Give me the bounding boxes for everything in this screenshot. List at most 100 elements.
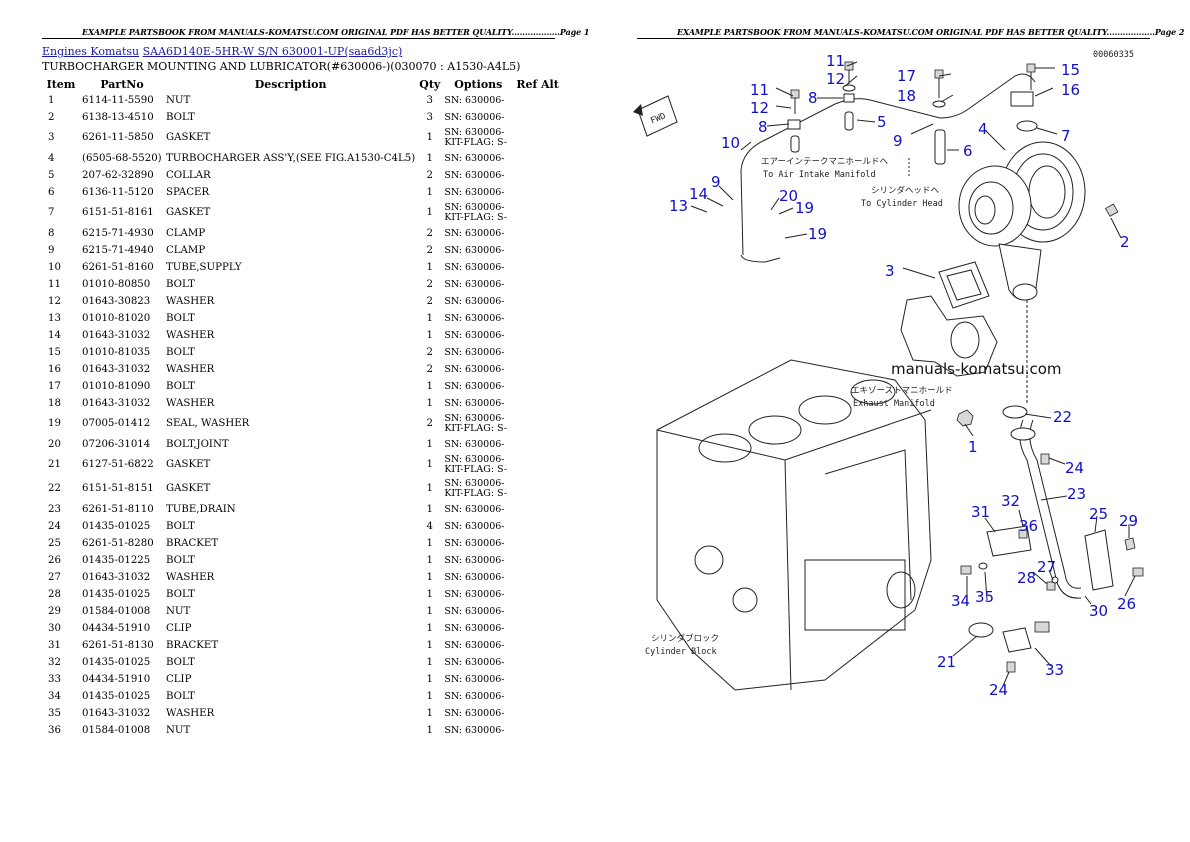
cell-item: 33: [48, 673, 61, 685]
option-kit-flag: KIT-FLAG: S-: [444, 137, 508, 148]
cell-options: SN: 630006-: [442, 150, 514, 167]
cell-item: 11: [48, 278, 61, 290]
cell-options: SN: 630006-: [442, 671, 514, 688]
option-serial: SN: 630006-: [444, 152, 505, 164]
cell-partno: 6261-51-8110: [82, 503, 154, 515]
callout-numbers: 11 12 8 17 18 15 16 11 12 8 5 9 4 7 10 6…: [669, 52, 1138, 699]
option-serial: SN: 630006-: [444, 673, 505, 685]
cell-item: 17: [48, 380, 61, 392]
cell-partno: 6138-13-4510: [82, 111, 154, 123]
drain-tube-23-icon: [1002, 405, 1082, 599]
cell-qty: 2: [426, 227, 434, 239]
option-serial: SN: 630006-: [444, 127, 505, 138]
svg-text:エアーインテークマニホールドへ: エアーインテークマニホールドへ: [761, 157, 888, 167]
cell-description: TUBE,SUPPLY: [166, 261, 242, 273]
cell-description: BRACKET: [166, 639, 219, 651]
cell-qty: 2: [426, 244, 434, 256]
breadcrumb-link-engines[interactable]: Engines Komatsu: [42, 45, 140, 58]
svg-text:36: 36: [1019, 517, 1038, 535]
svg-text:To Air Intake Manifold: To Air Intake Manifold: [763, 170, 876, 180]
cell-ref-alt: [514, 395, 561, 412]
cell-options: SN: 630006-: [442, 620, 514, 637]
nut-1-icon: [956, 409, 974, 427]
washer-18-icon: [932, 100, 946, 108]
svg-text:To Cylinder Head: To Cylinder Head: [861, 199, 943, 209]
cell-options: SN: 630006-: [442, 552, 514, 569]
option-kit-flag: KIT-FLAG: S-: [444, 488, 508, 499]
cell-description: GASKET: [166, 132, 211, 143]
cell-ref-alt: [514, 361, 561, 378]
option-serial: SN: 630006-: [444, 169, 505, 181]
cell-qty: 1: [426, 261, 434, 273]
cell-description: WASHER: [166, 571, 215, 583]
option-serial: SN: 630006-: [444, 438, 505, 450]
cell-partno: 01643-31032: [82, 363, 151, 375]
cell-ref-alt: [514, 501, 561, 518]
cell-options: SN: 630006-: [442, 361, 514, 378]
cell-partno: 07005-01412: [82, 418, 151, 429]
svg-text:4: 4: [978, 120, 988, 138]
cell-description: BOLT: [166, 690, 195, 702]
svg-text:5: 5: [877, 113, 887, 131]
exploded-parts-diagram: 00060335 FWD: [633, 50, 1144, 699]
cell-ref-alt: [514, 654, 561, 671]
cell-partno: 01010-81035: [82, 346, 151, 358]
cell-partno: 6136-11-5120: [82, 186, 154, 198]
svg-text:20: 20: [779, 187, 798, 205]
svg-text:34: 34: [951, 592, 970, 610]
cell-qty: 3: [426, 111, 434, 123]
option-serial: SN: 630006-: [444, 413, 505, 424]
cell-item: 35: [48, 707, 61, 719]
cell-options: SN: 630006-: [442, 436, 514, 453]
cell-partno: 01643-31032: [82, 707, 151, 719]
breadcrumb-link-model[interactable]: SAA6D140E-5HR-W S/N 630001-UP(saa6d3jc): [142, 45, 403, 58]
cell-description: CLAMP: [166, 227, 206, 239]
parts-table: Item PartNo Description Qty Options Ref …: [42, 76, 561, 739]
cell-partno: 01435-01025: [82, 656, 151, 668]
leader-lines: [690, 61, 1136, 687]
cell-options: SN: 630006-KIT-FLAG: S-: [442, 477, 514, 501]
cell-options: SN: 630006-: [442, 501, 514, 518]
cell-options: SN: 630006-: [442, 293, 514, 310]
svg-text:13: 13: [669, 197, 688, 215]
cell-description: TUBE,DRAIN: [166, 503, 236, 515]
cell-qty: 1: [426, 588, 434, 600]
bolt-11-icon: [844, 61, 854, 84]
cell-description: BOLT: [166, 588, 195, 600]
col-header-partno: PartNo: [100, 77, 144, 91]
cell-ref-alt: [514, 344, 561, 361]
cell-ref-alt: [514, 603, 561, 620]
bolt-34-icon: [960, 562, 988, 575]
cell-item: 19: [48, 418, 61, 429]
svg-text:14: 14: [689, 185, 708, 203]
cylinder-block-icon: [656, 359, 932, 691]
cell-qty: 3: [426, 94, 434, 106]
svg-text:3: 3: [885, 262, 895, 280]
svg-text:26: 26: [1117, 595, 1136, 613]
cell-ref-alt: [514, 535, 561, 552]
cell-partno: 01435-01025: [82, 690, 151, 702]
cell-item: 15: [48, 346, 61, 358]
cell-qty: 1: [426, 673, 434, 685]
option-serial: SN: 630006-: [444, 724, 505, 736]
cell-qty: 1: [426, 605, 434, 617]
cell-options: SN: 630006-: [442, 259, 514, 276]
cell-partno: 07206-31014: [82, 438, 151, 450]
cell-item: 6: [48, 186, 55, 198]
col-header-qty: Qty: [419, 77, 441, 91]
option-kit-flag: KIT-FLAG: S-: [444, 423, 508, 434]
cell-qty: 1: [426, 312, 434, 324]
cell-item: 8: [48, 227, 55, 239]
watermark-text: manuals-komatsu.com: [891, 360, 1062, 378]
clamp-8b-icon: [787, 119, 801, 130]
cell-description: CLIP: [166, 622, 192, 634]
